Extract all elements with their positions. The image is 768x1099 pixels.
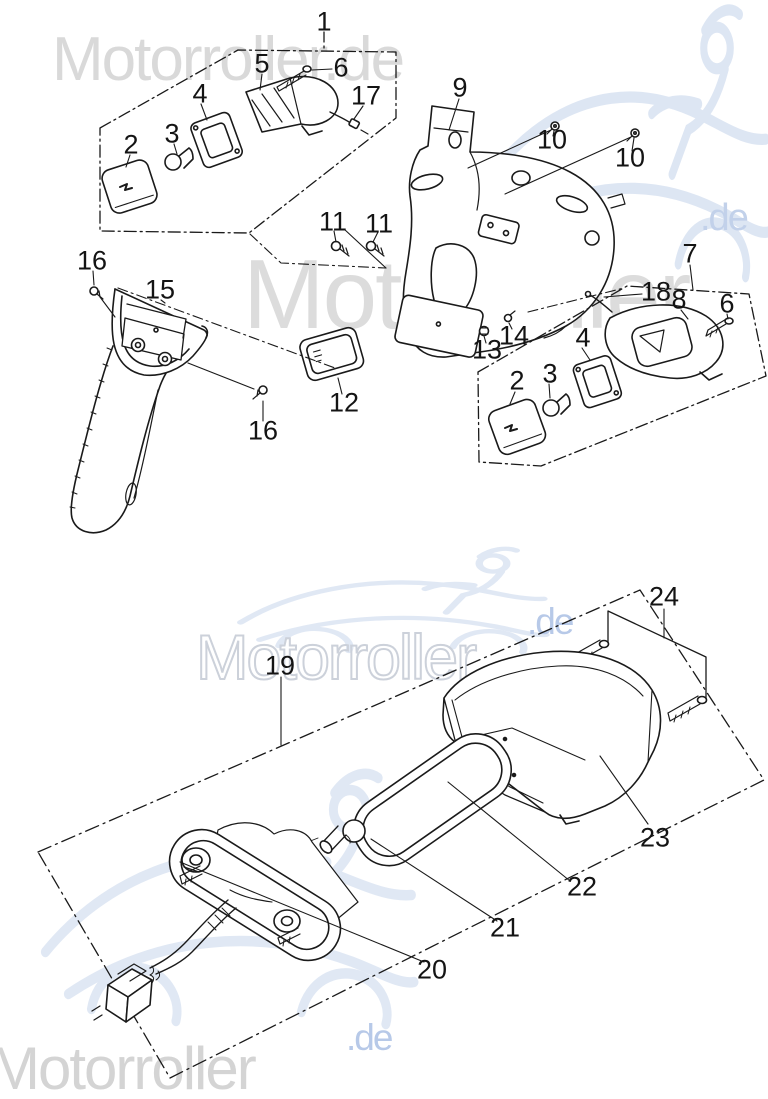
bolt-24-b [667, 695, 708, 723]
screw-11-b [365, 240, 385, 257]
tail-light-bolt-bracket [607, 610, 707, 703]
turn-signal-left-gasket-plate [190, 111, 243, 169]
reflector [299, 326, 365, 382]
screw-10-a [546, 121, 560, 135]
watermark-brand-center: Motorroller [196, 623, 476, 693]
screw-6-left [276, 65, 312, 92]
turn-signal-right-housing [604, 304, 724, 381]
watermark-suffix-middle: .de [700, 197, 748, 239]
watermark-brand-bottom: Motorroller [0, 1035, 256, 1099]
turn-signal-left-cable [329, 111, 369, 135]
screw-6-right [705, 317, 734, 338]
screw-16-a [89, 286, 104, 300]
assembly-box-turn-signal-right [477, 285, 767, 467]
rear-fender-mudflap [69, 288, 209, 534]
watermark-brand-top: Motorroller.de [52, 25, 403, 94]
screw-14 [503, 310, 516, 323]
tail-light-wiring-harness [149, 899, 237, 984]
turn-signal-right-bulb [542, 393, 571, 417]
screw-16-b [252, 385, 268, 400]
assembly-box-tail-light [37, 589, 765, 1079]
nut-13 [478, 325, 490, 337]
leader-lines [92, 68, 729, 963]
turn-signal-right-gasket-plate [572, 355, 623, 409]
turn-signal-left-lens [101, 159, 158, 214]
screw-10-b [626, 128, 640, 142]
assembly-box-turn-signal-left [99, 31, 397, 234]
turn-signal-left-bulb [164, 147, 194, 171]
turn-signal-right-lens [487, 398, 547, 456]
wiring-connector [91, 963, 153, 1023]
watermark-suffix-bottom: .de [346, 1017, 392, 1058]
tail-light-base [168, 822, 359, 962]
turn-signal-left-housing [245, 75, 339, 136]
tail-light-gasket [352, 733, 513, 867]
